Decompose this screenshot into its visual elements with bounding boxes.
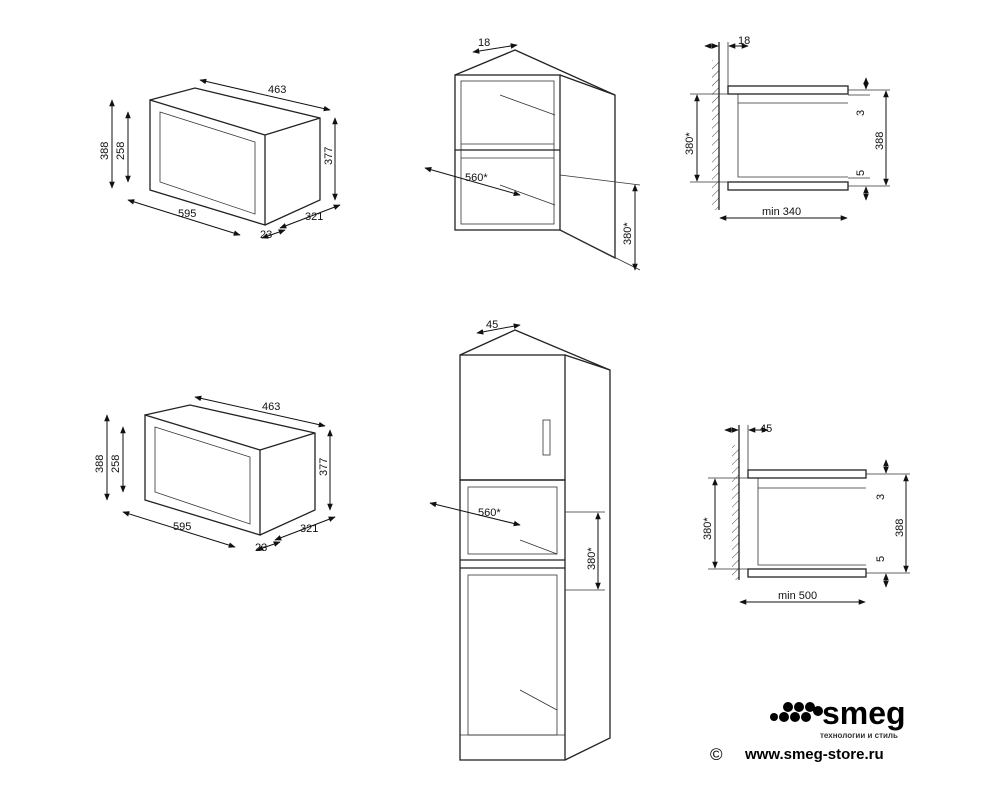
dim-bottom-gap: 5	[855, 170, 867, 176]
dim-opening: 380*	[702, 517, 714, 540]
dim-depth: 463	[268, 84, 286, 96]
dim-depth: 463	[262, 401, 280, 413]
side-view-diagram-top: 18 380* 3 5 388 min 340	[684, 35, 890, 221]
dim-frame-depth: 23	[255, 542, 267, 554]
cabinet-diagram-top: 18 560* 380*	[424, 37, 641, 271]
tall-cabinet-diagram: 45 560* 380*	[429, 319, 611, 761]
dim-top: 18	[478, 37, 490, 49]
dim-body-depth: 321	[305, 211, 323, 223]
dim-height: 388	[874, 132, 886, 150]
dim-height: 388	[894, 519, 906, 537]
dim-body-depth: 321	[300, 523, 318, 535]
dim-frame-depth: 23	[260, 229, 272, 241]
copyright-symbol: ©	[710, 745, 723, 764]
dim-height-outer: 388	[99, 142, 111, 160]
dim-min-depth: min 500	[778, 590, 817, 602]
dim-height: 380*	[586, 547, 598, 570]
dim-width: 595	[178, 208, 196, 220]
dim-width: 560*	[465, 172, 488, 184]
dim-height-body: 377	[318, 458, 330, 476]
smeg-logo: smeg технологии и стиль	[770, 695, 906, 740]
microwave-diagram-top: 463 388 258 377 595 321 23	[99, 78, 341, 241]
dim-width: 560*	[478, 507, 501, 519]
dim-height-inner: 258	[115, 142, 127, 160]
side-view-diagram-bottom: 45 380* 3 5 388 min 500	[702, 423, 910, 605]
dim-width: 595	[173, 521, 191, 533]
store-url[interactable]: www.smeg-store.ru	[744, 746, 884, 763]
dim-gap: 45	[760, 423, 772, 435]
dim-opening: 380*	[684, 132, 696, 155]
dim-gap: 18	[738, 35, 750, 47]
dim-height: 380*	[622, 222, 634, 245]
dim-bottom-gap: 5	[875, 556, 887, 562]
brand-tagline: технологии и стиль	[820, 731, 898, 740]
dim-top-gap: 3	[875, 494, 887, 500]
dim-height-inner: 258	[110, 455, 122, 473]
dim-min-depth: min 340	[762, 206, 801, 218]
dim-height-outer: 388	[94, 455, 106, 473]
dim-height-body: 377	[323, 147, 335, 165]
microwave-diagram-bottom: 463 388 258 377 595 321 23	[94, 395, 336, 554]
dim-top-gap: 3	[855, 110, 867, 116]
brand-name: smeg	[822, 695, 906, 731]
dots-icon	[770, 702, 823, 722]
dim-top: 45	[486, 319, 498, 331]
